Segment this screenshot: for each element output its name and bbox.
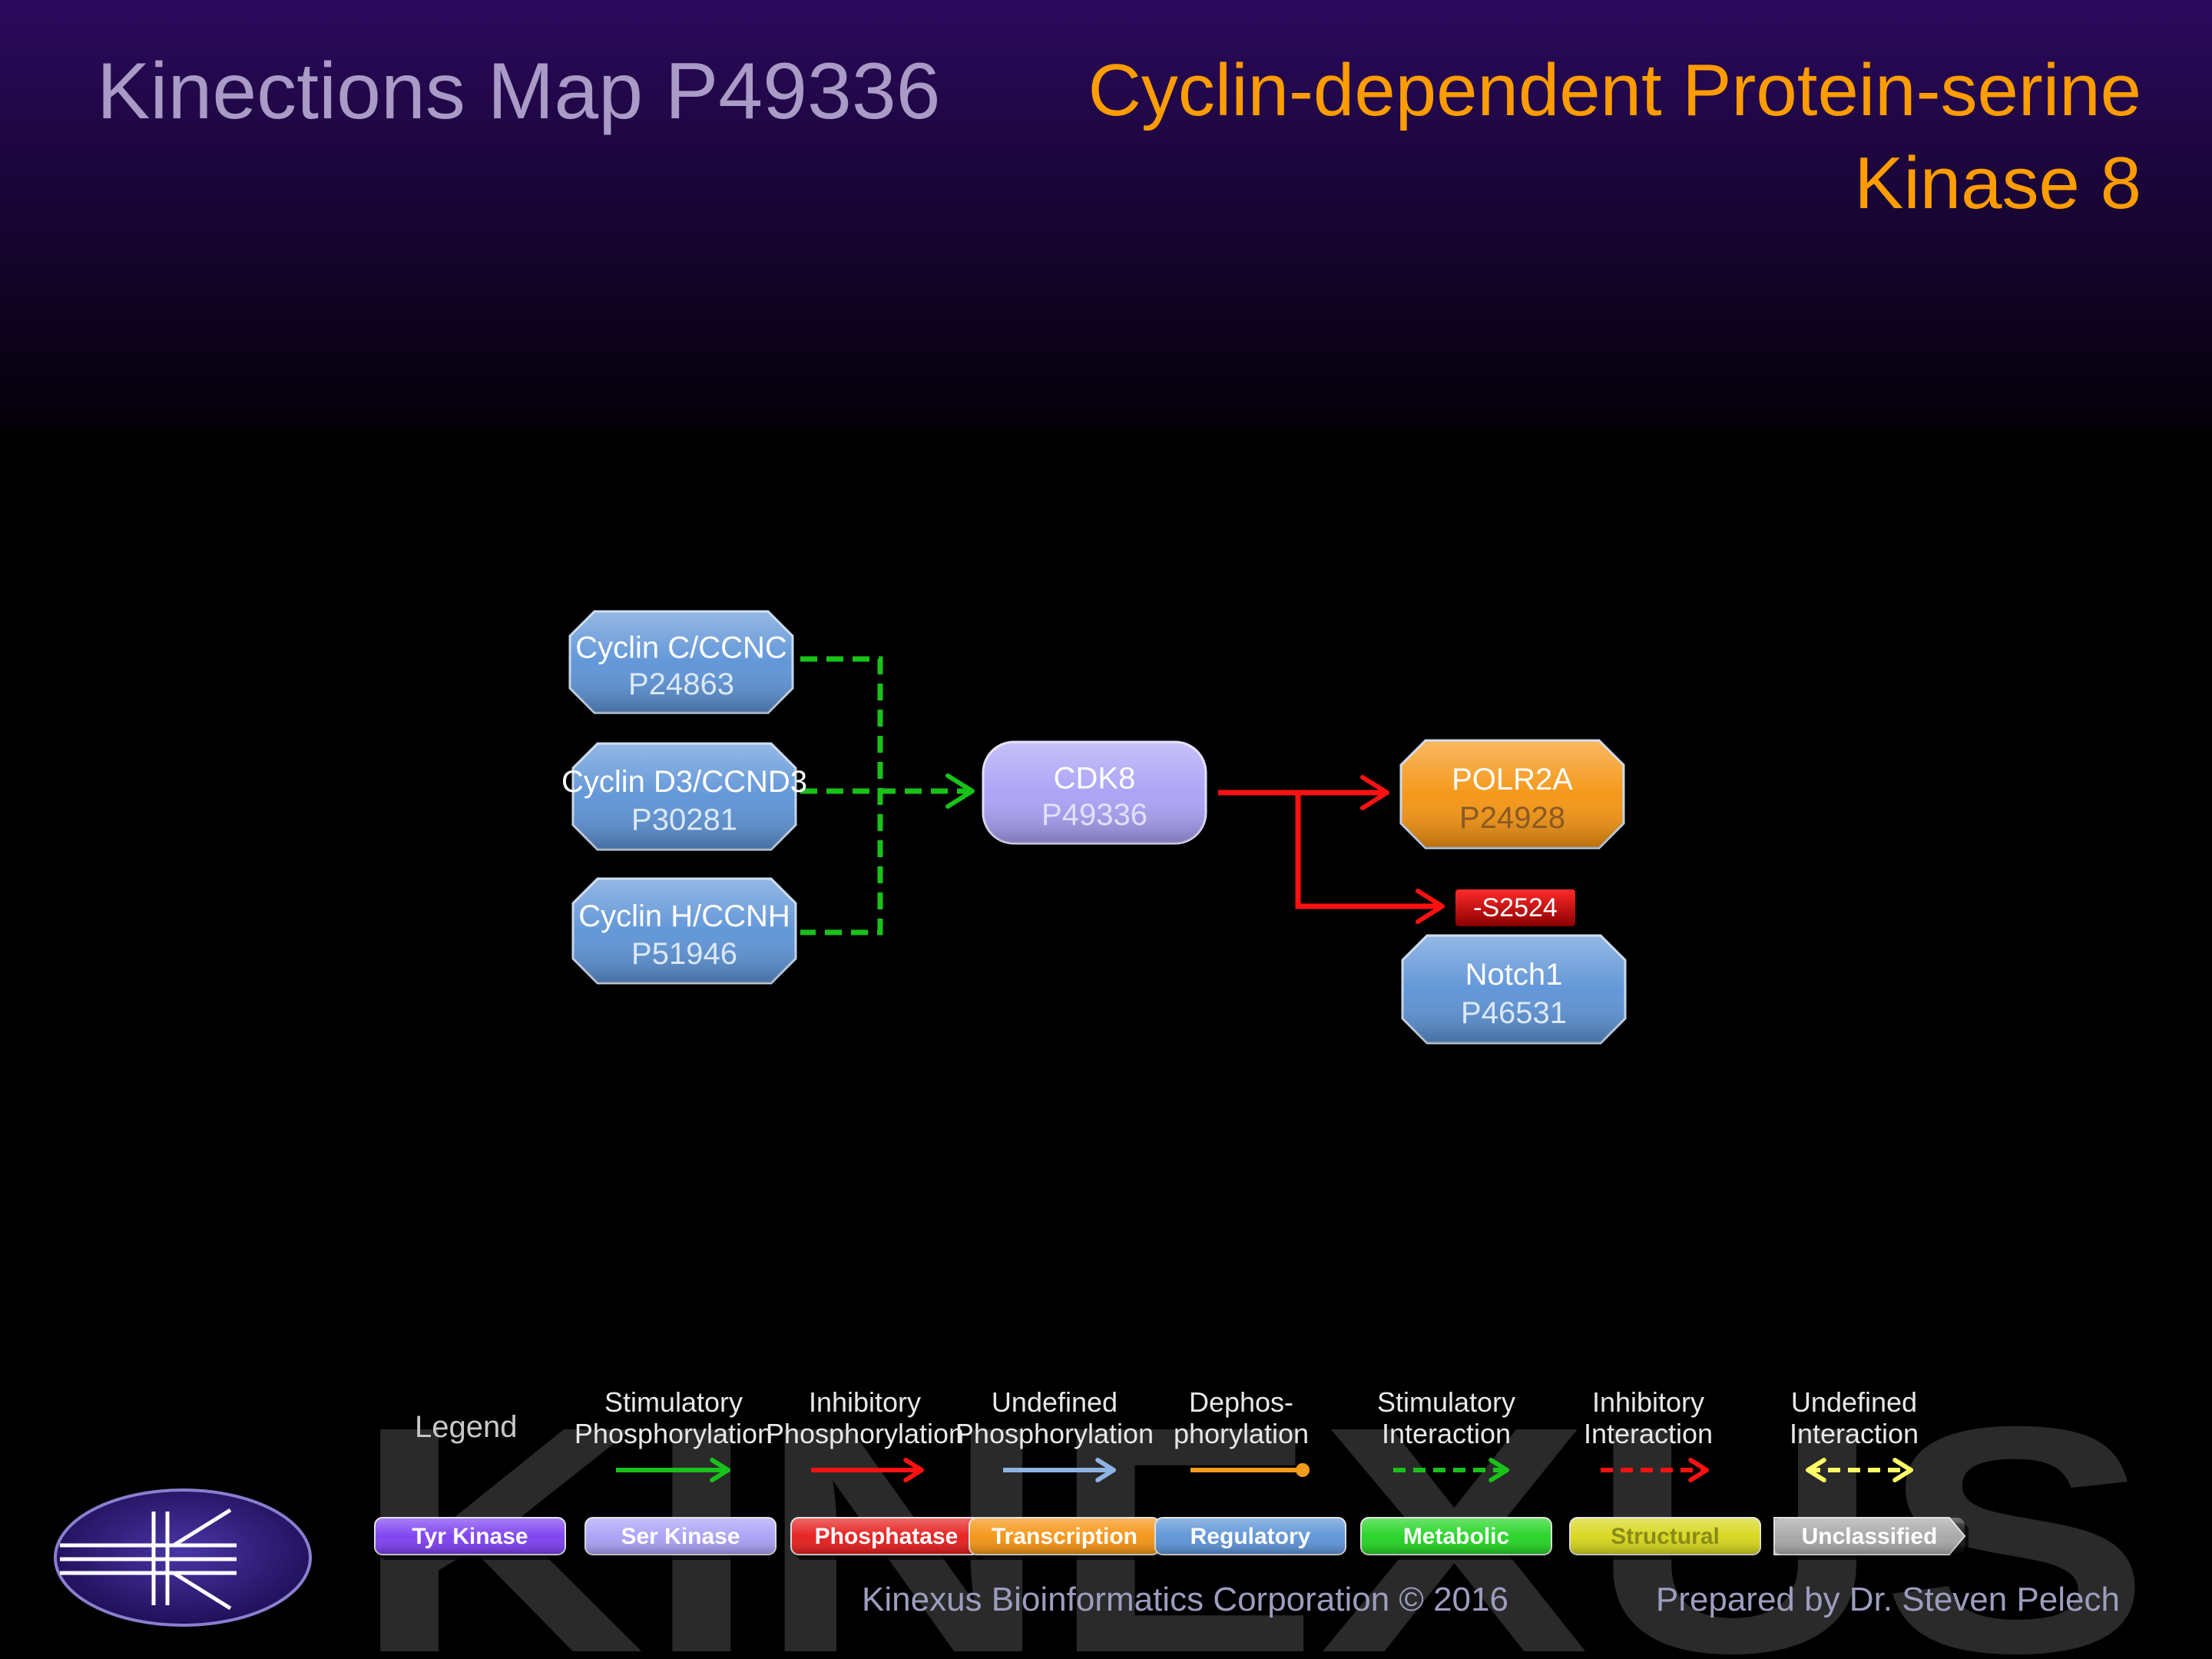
legend-arrow-2 bbox=[1003, 1458, 1116, 1482]
legend-arrow-6 bbox=[1806, 1458, 1913, 1482]
legend-pill-unclassified: Unclassified bbox=[1773, 1517, 1969, 1560]
legend-label-undefined-phosphorylation: Undefined Phosphorylation bbox=[955, 1386, 1154, 1449]
node-accession: P49336 bbox=[1041, 798, 1147, 832]
edge-cdk8-notch1 bbox=[1295, 793, 1439, 909]
legend-pill-ser-kinase: Ser Kinase bbox=[584, 1517, 780, 1560]
legend-label-undefined-interaction: Undefined Interaction bbox=[1754, 1386, 1954, 1449]
legend-pill-label: Metabolic bbox=[1403, 1524, 1509, 1549]
legend-label-line2: Interaction bbox=[1789, 1417, 1919, 1449]
legend-label-line1: Inhibitory bbox=[1591, 1386, 1705, 1418]
node-name: Cyclin H/CCNH bbox=[578, 899, 790, 933]
legend-pill-label: Unclassified bbox=[1802, 1524, 1938, 1549]
header-background bbox=[0, 0, 2212, 430]
edges-layer bbox=[800, 656, 1445, 935]
edge-ccnc-cdk8 bbox=[800, 656, 883, 935]
legend-arrow-1 bbox=[811, 1458, 924, 1482]
legend-title: Legend bbox=[415, 1410, 518, 1444]
legend-label-line1: Inhibitory bbox=[808, 1386, 922, 1418]
legend-label-line1: Dephos- bbox=[1188, 1386, 1294, 1418]
legend-pill-label: Structural bbox=[1611, 1524, 1720, 1549]
legend-label-line2: phorylation bbox=[1173, 1417, 1310, 1449]
legend-label-line2: Phosphorylation bbox=[574, 1417, 773, 1449]
node-accession: P51946 bbox=[631, 937, 737, 971]
legend-label-dephosphorylation: Dephos- phorylation bbox=[1141, 1386, 1341, 1449]
logo bbox=[54, 1488, 312, 1627]
phosphosite-badge: -S2524 bbox=[1455, 889, 1575, 926]
legend-arrow-4 bbox=[1393, 1458, 1509, 1482]
logo-k-icon bbox=[60, 1508, 237, 1611]
copyright-text: Kinexus Bioinformatics Corporation © 201… bbox=[862, 1581, 1508, 1618]
legend-pill-phosphatase: Phosphatase bbox=[790, 1517, 985, 1560]
legend-label-line1: Undefined bbox=[1790, 1386, 1918, 1418]
legend-label-line2: Phosphorylation bbox=[765, 1417, 965, 1449]
legend-pill-tyr-kinase: Tyr Kinase bbox=[374, 1517, 569, 1560]
legend-pill-label: Transcription bbox=[992, 1524, 1137, 1549]
legend-label-line1: Stimulatory bbox=[1376, 1386, 1516, 1418]
legend-label-line1: Stimulatory bbox=[604, 1386, 743, 1418]
legend-pill-metabolic: Metabolic bbox=[1360, 1517, 1555, 1560]
node-accession: P46531 bbox=[1461, 996, 1567, 1030]
legend-pill-transcription: Transcription bbox=[969, 1517, 1164, 1560]
legend-label-line2: Phosphorylation bbox=[955, 1417, 1154, 1449]
node-name: CDK8 bbox=[1054, 762, 1136, 796]
legend-arrow-5 bbox=[1601, 1458, 1709, 1482]
legend-label-line2: Interaction bbox=[1583, 1417, 1714, 1449]
legend-pill-structural: Structural bbox=[1569, 1517, 1764, 1560]
node-accession: P24863 bbox=[628, 667, 734, 701]
node-ccnh[interactable]: Cyclin H/CCNH P51946 bbox=[571, 877, 800, 989]
legend-arrow-3 bbox=[1190, 1463, 1310, 1477]
legend-pill-regulatory: Regulatory bbox=[1154, 1517, 1349, 1560]
legend-pills: Tyr Kinase Ser Kinase Phosphatase Transcrip… bbox=[374, 1517, 1969, 1560]
page-title: Kinections Map P49336 bbox=[97, 47, 941, 136]
legend-arrow-0 bbox=[616, 1458, 730, 1482]
protein-full-name: Cyclin-dependent Protein-serine Kinase 8 bbox=[989, 45, 2141, 230]
legend-label-stimulatory-phosphorylation: Stimulatory Phosphorylation bbox=[574, 1386, 773, 1449]
legend-pill-label: Tyr Kinase bbox=[412, 1524, 528, 1549]
legend-label-inhibitory-phosphorylation: Inhibitory Phosphorylation bbox=[765, 1386, 965, 1449]
node-name: POLR2A bbox=[1452, 763, 1573, 796]
legend-label-line1: Undefined bbox=[991, 1386, 1118, 1418]
legend-pill-label: Ser Kinase bbox=[621, 1524, 740, 1549]
legend-label-inhibitory-interaction: Inhibitory Interaction bbox=[1548, 1386, 1748, 1449]
legend-pill-label: Phosphatase bbox=[815, 1524, 959, 1549]
watermark-text: KINEXUS bbox=[353, 1360, 2151, 1659]
legend-pill-label: Regulatory bbox=[1190, 1524, 1311, 1549]
phosphosite-label: -S2524 bbox=[1473, 893, 1558, 922]
node-accession: P24928 bbox=[1459, 801, 1565, 835]
legend-arrows bbox=[616, 1458, 1913, 1482]
protein-full-name-line2: Kinase 8 bbox=[1854, 141, 2141, 224]
legend-label-line2: Interaction bbox=[1381, 1417, 1512, 1449]
prepared-by-text: Prepared by Dr. Steven Pelech bbox=[1655, 1581, 2120, 1618]
node-name: Cyclin D3/CCND3 bbox=[561, 765, 807, 799]
protein-full-name-line1: Cyclin-dependent Protein-serine bbox=[1088, 49, 2141, 131]
node-name: Cyclin C/CCNC bbox=[575, 631, 787, 665]
node-name: Notch1 bbox=[1465, 958, 1563, 992]
node-polr2a[interactable]: POLR2A P24928 bbox=[1399, 739, 1628, 854]
node-accession: P30281 bbox=[631, 803, 737, 837]
legend-label-stimulatory-interaction: Stimulatory Interaction bbox=[1346, 1386, 1546, 1449]
